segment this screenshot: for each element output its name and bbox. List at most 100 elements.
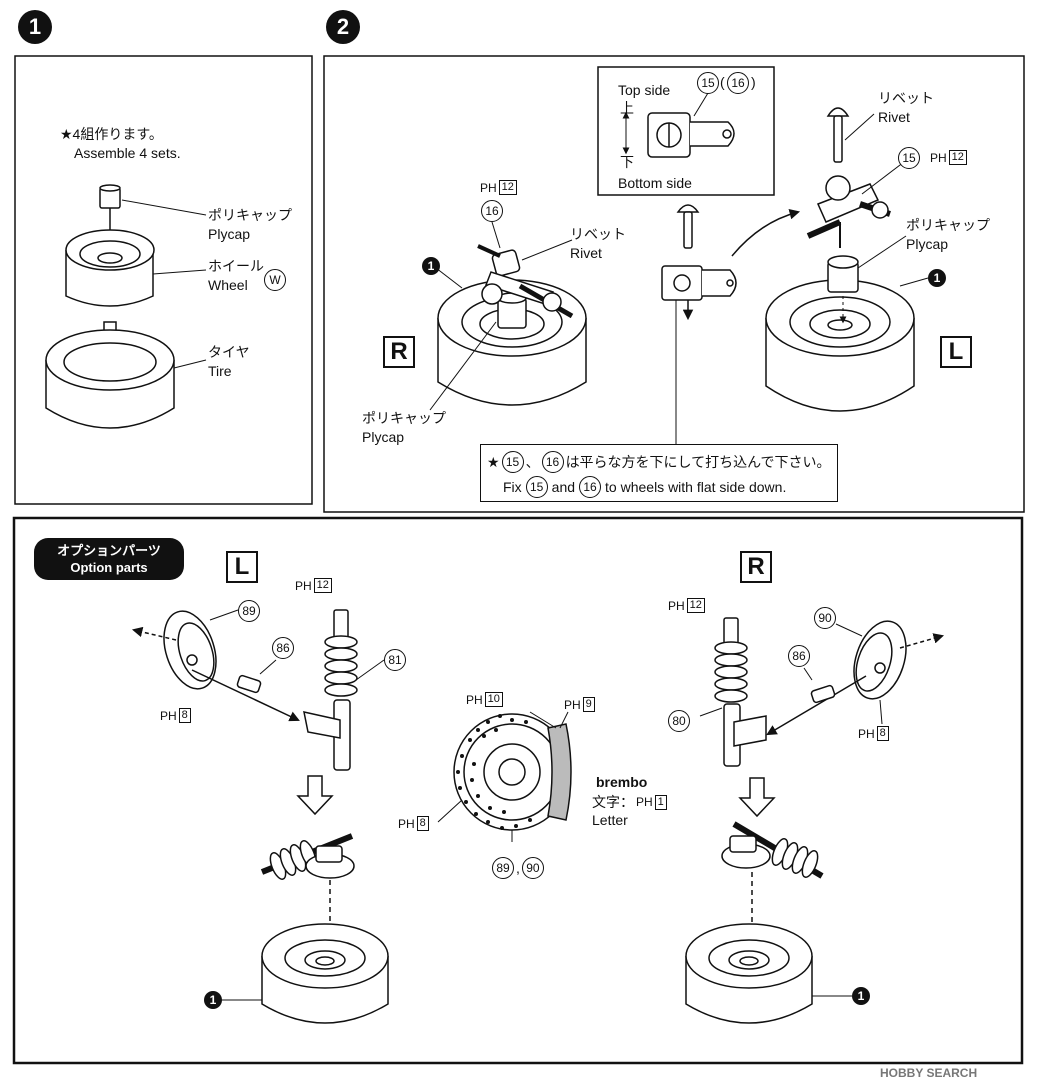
wheel-code-badge: W (264, 269, 286, 291)
ph-number: 12 (313, 578, 332, 593)
step2-side-L: L (940, 336, 972, 368)
step2-right-ph12: PH 12 (930, 150, 967, 165)
step-1-badge: 1 (18, 10, 52, 44)
inset-paren-close: ) (751, 74, 756, 90)
ph-label: PH (160, 708, 177, 723)
note-part-16: 16 (541, 451, 564, 473)
options-drawing (131, 609, 945, 1024)
note-text-en: to wheels with flat side down. (605, 479, 787, 495)
step2-right-part-15: 15 (898, 147, 920, 169)
ph-number: 12 (948, 150, 967, 165)
step2-right-ref-1: 1 (928, 269, 946, 287)
ph-number: 8 (876, 726, 889, 741)
disc-part-90: 90 (521, 857, 544, 879)
note-en-part-16: 16 (579, 476, 602, 498)
options-side-L: L (226, 551, 258, 583)
options-side-R: R (740, 551, 772, 583)
inset-bottom-side: Bottom side (618, 175, 692, 191)
option-parts-pill: オプションパーツ Option parts (34, 538, 184, 580)
step1-drawing (45, 184, 207, 429)
step1-frame (14, 55, 313, 505)
note-line-en: Fix 15 and 16 to wheels with flat side d… (503, 476, 786, 498)
ph-number: 8 (416, 816, 429, 831)
letter-ph-row: 文字： PH 1 (592, 792, 667, 812)
step2-left-ref-1: 1 (422, 257, 440, 275)
options-frame (12, 516, 1024, 1065)
ph-number: 9 (582, 697, 595, 712)
disc-parts-row: 89 , 90 (492, 857, 544, 879)
ph-label: PH (295, 578, 312, 593)
step2-right-plycap-jp: ポリキャップ (906, 217, 990, 233)
ph-number: 8 (178, 708, 191, 723)
disc-part-89: 89 (492, 857, 514, 879)
step-2-badge: 2 (326, 10, 360, 44)
inset-paren-open: ( (720, 74, 725, 90)
step1-tire-en: Tire (208, 363, 232, 379)
opt-left-part-86: 86 (272, 637, 294, 659)
step2-frame (323, 55, 1025, 513)
step1-plycap-jp: ポリキャップ (208, 207, 292, 223)
letter-en: Letter (592, 812, 628, 828)
ph-label: PH (564, 697, 581, 712)
step2-left-plycap-en: Plycap (362, 429, 405, 445)
option-parts-jp: オプションパーツ (57, 543, 161, 558)
opt-right-part-80: 80 (668, 710, 690, 732)
letter-jp: 文字： (592, 794, 634, 810)
step2-note-box: ★ 15 、 16 は平らな方を下にして打ち込んで下さい。 Fix 15 and… (480, 444, 838, 502)
brand-brembo: brembo (596, 774, 648, 790)
option-parts-en: Option parts (70, 560, 148, 575)
ph-label: PH (398, 816, 415, 831)
step2-left-rivet-jp: リベット (570, 226, 626, 242)
opt-right-part-90: 90 (814, 607, 836, 629)
opt-center-ph10: PH 10 (466, 692, 503, 707)
watermark: HOBBY SEARCH (880, 1066, 978, 1080)
step2-drawing (429, 66, 929, 450)
opt-right-ref-1: 1 (852, 987, 870, 1005)
step2-right-plycap-en: Plycap (906, 236, 949, 252)
note-and: and (551, 479, 576, 495)
step2-left-part-16: 16 (481, 200, 503, 222)
opt-left-ph8: PH 8 (160, 708, 191, 723)
ph-label: PH (930, 150, 947, 165)
step2-right-rivet-jp: リベット (878, 90, 934, 106)
ph-number: 12 (686, 598, 705, 613)
inset-top-side: Top side (618, 82, 671, 98)
opt-right-part-86: 86 (788, 645, 810, 667)
ph-number: 12 (498, 180, 517, 195)
note-line-jp: ★ 15 、 16 は平らな方を下にして打ち込んで下さい。 (487, 451, 830, 473)
ph-label: PH (466, 692, 483, 707)
step1-plycap-en: Plycap (208, 226, 251, 242)
inset-part-16: 16 (727, 72, 749, 94)
step2-left-rivet-en: Rivet (570, 245, 602, 261)
step1-wheel-jp: ホイール (208, 258, 264, 274)
step1-tire-jp: タイヤ (208, 344, 250, 360)
opt-right-ph8: PH 8 (858, 726, 889, 741)
note-fix: Fix (503, 479, 522, 495)
step1-note-jp: ★4組作ります。 (60, 126, 163, 142)
note-text-jp: は平らな方を下にして打ち込んで下さい。 (565, 454, 831, 470)
opt-center-ph9: PH 9 (564, 697, 595, 712)
letter-ph-number: 1 (654, 794, 667, 810)
ph-label: PH (636, 795, 653, 809)
step1-wheel-en: Wheel (208, 277, 248, 293)
ph-number: 10 (484, 692, 503, 707)
step2-right-rivet-en: Rivet (878, 109, 910, 125)
opt-right-ph12: PH 12 (668, 598, 705, 613)
step1-note-en: Assemble 4 sets. (74, 145, 181, 161)
opt-left-ph12: PH 12 (295, 578, 332, 593)
step2-side-R: R (383, 336, 415, 368)
ph-label: PH (668, 598, 685, 613)
opt-center-ph8: PH 8 (398, 816, 429, 831)
note-en-part-15: 15 (525, 476, 548, 498)
inset-top-jp: 上 (620, 100, 634, 116)
step2-left-plycap-jp: ポリキャップ (362, 410, 446, 426)
note-part-15: 15 (501, 451, 524, 473)
opt-left-part-89: 89 (238, 600, 260, 622)
note-star: ★ (487, 453, 500, 470)
step2-left-ph12: PH 12 (480, 180, 517, 195)
ph-label: PH (480, 180, 497, 195)
opt-left-part-81: 81 (384, 649, 406, 671)
note-comma: 、 (525, 454, 540, 470)
disc-parts-sep: , (516, 860, 520, 876)
opt-left-ref-1: 1 (204, 991, 222, 1009)
